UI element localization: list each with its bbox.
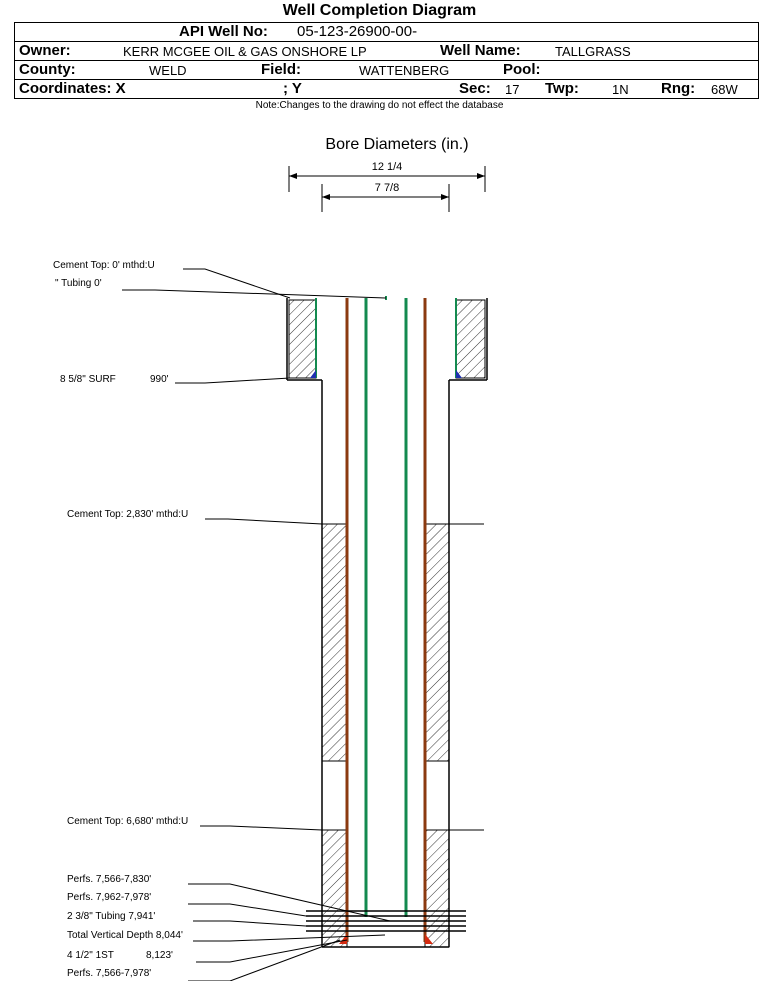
county-label: County: xyxy=(19,61,76,78)
sec-label: Sec: xyxy=(459,80,491,97)
county-row: County: WELD Field: WATTENBERG Pool: xyxy=(14,60,759,80)
rng-label: Rng: xyxy=(661,80,696,97)
field-label: Field: xyxy=(261,61,301,78)
label-perfs-1: Perfs. 7,566-7,830' xyxy=(67,874,151,885)
label-production-depth: 8,123' xyxy=(146,950,173,961)
dim-outer-label: 12 1/4 xyxy=(372,161,403,173)
rng-value: 68W xyxy=(711,82,738,97)
api-value: 05-123-26900-00- xyxy=(297,23,418,40)
label-surf-depth: 990' xyxy=(150,374,169,385)
api-label: API Well No: xyxy=(179,23,268,40)
label-tubing-0: " Tubing 0' xyxy=(55,278,102,289)
pool-label: Pool: xyxy=(503,61,541,78)
county-value: WELD xyxy=(149,63,187,78)
label-surf-casing: 8 5/8" SURF xyxy=(60,374,116,385)
well-name-label: Well Name: xyxy=(440,42,521,59)
coordinates-row: Coordinates: X ; Y Sec: 17 Twp: 1N Rng: … xyxy=(14,79,759,99)
label-cement-top-2830: Cement Top: 2,830' mthd:U xyxy=(67,509,188,520)
database-note: Note:Changes to the drawing do not effec… xyxy=(255,100,504,111)
field-value: WATTENBERG xyxy=(359,63,450,78)
well-header-table: API Well No: 05-123-26900-00- Owner: KER… xyxy=(14,22,759,99)
perforations xyxy=(306,910,466,932)
dimension-outer: 12 1/4 xyxy=(288,161,486,192)
sec-value: 17 xyxy=(505,82,520,97)
coord-x-label: Coordinates: X xyxy=(19,80,126,97)
label-total-vertical-depth: Total Vertical Depth 8,044' xyxy=(67,930,183,941)
cement-6680-left xyxy=(321,829,348,948)
cement-2830-left xyxy=(321,523,348,762)
bore-diameters-title: Bore Diameters (in.) xyxy=(325,136,468,153)
label-tubing-238: 2 3/8" Tubing 7,941' xyxy=(67,911,155,922)
surface-cement-left xyxy=(288,299,317,379)
surface-shoe-right xyxy=(456,370,462,378)
production-shoe-right xyxy=(425,934,433,944)
diagram-title: Well Completion Diagram xyxy=(282,2,477,19)
owner-label: Owner: xyxy=(19,42,71,59)
twp-value: 1N xyxy=(612,82,629,97)
owner-row: Owner: KERR MCGEE OIL & GAS ONSHORE LP W… xyxy=(14,41,759,61)
cement-6680-right xyxy=(424,829,450,948)
label-cement-top-0: Cement Top: 0' mthd:U xyxy=(53,260,155,271)
twp-label: Twp: xyxy=(545,80,579,97)
dimension-inner: 7 7/8 xyxy=(321,182,450,212)
dim-inner-label: 7 7/8 xyxy=(375,182,399,194)
cement-2830-right xyxy=(424,523,450,762)
label-production-casing: 4 1/2" 1ST xyxy=(67,950,114,961)
label-cement-top-6680: Cement Top: 6,680' mthd:U xyxy=(67,816,188,827)
coord-y-label: ; Y xyxy=(283,80,302,97)
well-name-value: TALLGRASS xyxy=(555,44,631,59)
owner-value: KERR MCGEE OIL & GAS ONSHORE LP xyxy=(123,44,367,59)
surface-cement-right xyxy=(455,299,486,379)
surface-shoe-left xyxy=(310,370,316,378)
label-perfs-3: Perfs. 7,566-7,978' xyxy=(67,968,151,979)
label-perfs-2: Perfs. 7,962-7,978' xyxy=(67,892,151,903)
